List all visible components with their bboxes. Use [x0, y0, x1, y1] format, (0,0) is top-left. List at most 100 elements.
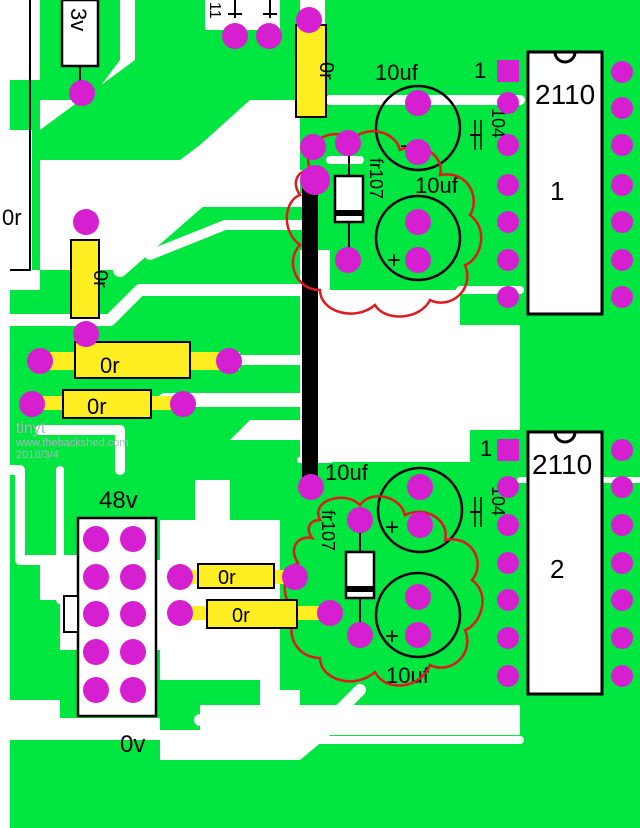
pad — [83, 564, 109, 590]
red-outline-top — [285, 130, 483, 318]
cap-top-b-label: 10uf — [415, 173, 459, 198]
resistor-mid-upper: 0r — [30, 341, 240, 379]
pad — [83, 526, 109, 552]
pad — [497, 134, 519, 156]
pad — [611, 249, 633, 271]
pad — [300, 165, 330, 195]
pad — [611, 439, 633, 461]
cap-top-b: 10uf + — [374, 173, 462, 282]
pad — [611, 174, 633, 196]
pad — [69, 80, 95, 106]
marker-3v: 3v — [60, 0, 100, 86]
cap-top-a-minus: - — [400, 132, 407, 157]
watermark: tinyt www.thebackshed.com 2018/3/4 — [15, 420, 129, 461]
diode-top-label: fr107 — [366, 158, 386, 199]
cap-top-a: 10uf — [374, 60, 462, 172]
resistor-top-vertical-label: 0r — [315, 62, 337, 80]
pad — [73, 209, 99, 235]
pad — [256, 23, 282, 49]
pad — [298, 474, 324, 500]
pad — [83, 639, 109, 665]
cap-small-top: 104 — [470, 108, 508, 150]
resistor-mid-lower: 0r — [30, 389, 190, 419]
cap-bottom-a-label: 10uf — [325, 460, 369, 485]
pad — [497, 627, 519, 649]
watermark-brand: tinyt — [16, 420, 46, 437]
pad — [611, 211, 633, 233]
resistor-bottom-lower-label: 0r — [232, 605, 250, 627]
pad — [216, 348, 242, 374]
pad — [611, 61, 633, 83]
pad — [167, 564, 193, 590]
pad — [405, 90, 431, 116]
cap-small-top-label: 104 — [488, 108, 508, 138]
pad — [19, 391, 45, 417]
watermark-date: 2018/3/4 — [16, 449, 59, 461]
pad — [611, 627, 633, 649]
pad — [611, 97, 633, 119]
pad — [120, 526, 146, 552]
pad — [497, 476, 519, 498]
pad — [296, 7, 322, 33]
pad — [120, 601, 146, 627]
cap-bottom-a: 10uf + — [325, 460, 464, 554]
pad — [611, 589, 633, 611]
pad — [407, 512, 433, 538]
ic1-body-area — [528, 52, 602, 314]
pad — [222, 23, 248, 49]
left-edge-box — [0, 130, 32, 275]
connector-0v-label: 0v — [120, 731, 145, 758]
ic1-part-label: 2110 — [535, 79, 595, 110]
pad — [83, 601, 109, 627]
pad-square — [497, 60, 519, 82]
marker-3v-label: 3v — [66, 8, 91, 31]
pad — [611, 134, 633, 156]
diode-bottom-label: fr107 — [318, 510, 338, 551]
cap-top-a-label: 10uf — [375, 60, 419, 85]
pad — [73, 321, 99, 347]
pad — [497, 514, 519, 536]
thick-power-track — [302, 180, 318, 480]
pad — [170, 391, 196, 417]
ic1: 2110 1 — [526, 50, 604, 316]
resistor-top-vertical: 0r — [295, 24, 337, 118]
ic2-number-label: 2 — [550, 554, 564, 584]
pad — [405, 584, 431, 610]
ic2-part-label: 2110 — [532, 449, 592, 480]
left-edge-resistor-label: 0r — [2, 205, 22, 230]
pad — [407, 474, 433, 500]
pad — [347, 622, 373, 648]
diode-top: fr107 — [333, 145, 386, 260]
top-edge-marks: 11 — [206, 2, 223, 19]
pad — [300, 134, 326, 160]
cap-bottom-b-plus: + — [385, 623, 399, 650]
cap-bottom-a-plus: + — [385, 514, 399, 541]
copper-pour-top-left — [10, 0, 120, 270]
diode-bottom: fr107 — [318, 510, 376, 635]
pad-square — [497, 439, 519, 461]
pad — [611, 514, 633, 536]
pad — [497, 552, 519, 574]
pad — [405, 622, 431, 648]
pad — [611, 286, 633, 308]
watermark-site: www.thebackshed.com — [15, 437, 129, 449]
pad — [335, 247, 361, 273]
ic1-number-label: 1 — [550, 176, 564, 206]
pad — [120, 564, 146, 590]
ic1-pin1-label: 1 — [474, 58, 486, 83]
connector-48v-label: 48v — [99, 487, 138, 514]
pad — [497, 92, 519, 114]
pad — [497, 589, 519, 611]
pad — [83, 677, 109, 703]
pad — [405, 247, 431, 273]
pads — [19, 7, 633, 703]
pad — [167, 600, 193, 626]
pad — [497, 665, 519, 687]
resistor-left-vertical: 0r — [70, 239, 111, 319]
pad — [497, 211, 519, 233]
pad — [347, 507, 373, 533]
pad — [497, 249, 519, 271]
pad — [335, 130, 361, 156]
